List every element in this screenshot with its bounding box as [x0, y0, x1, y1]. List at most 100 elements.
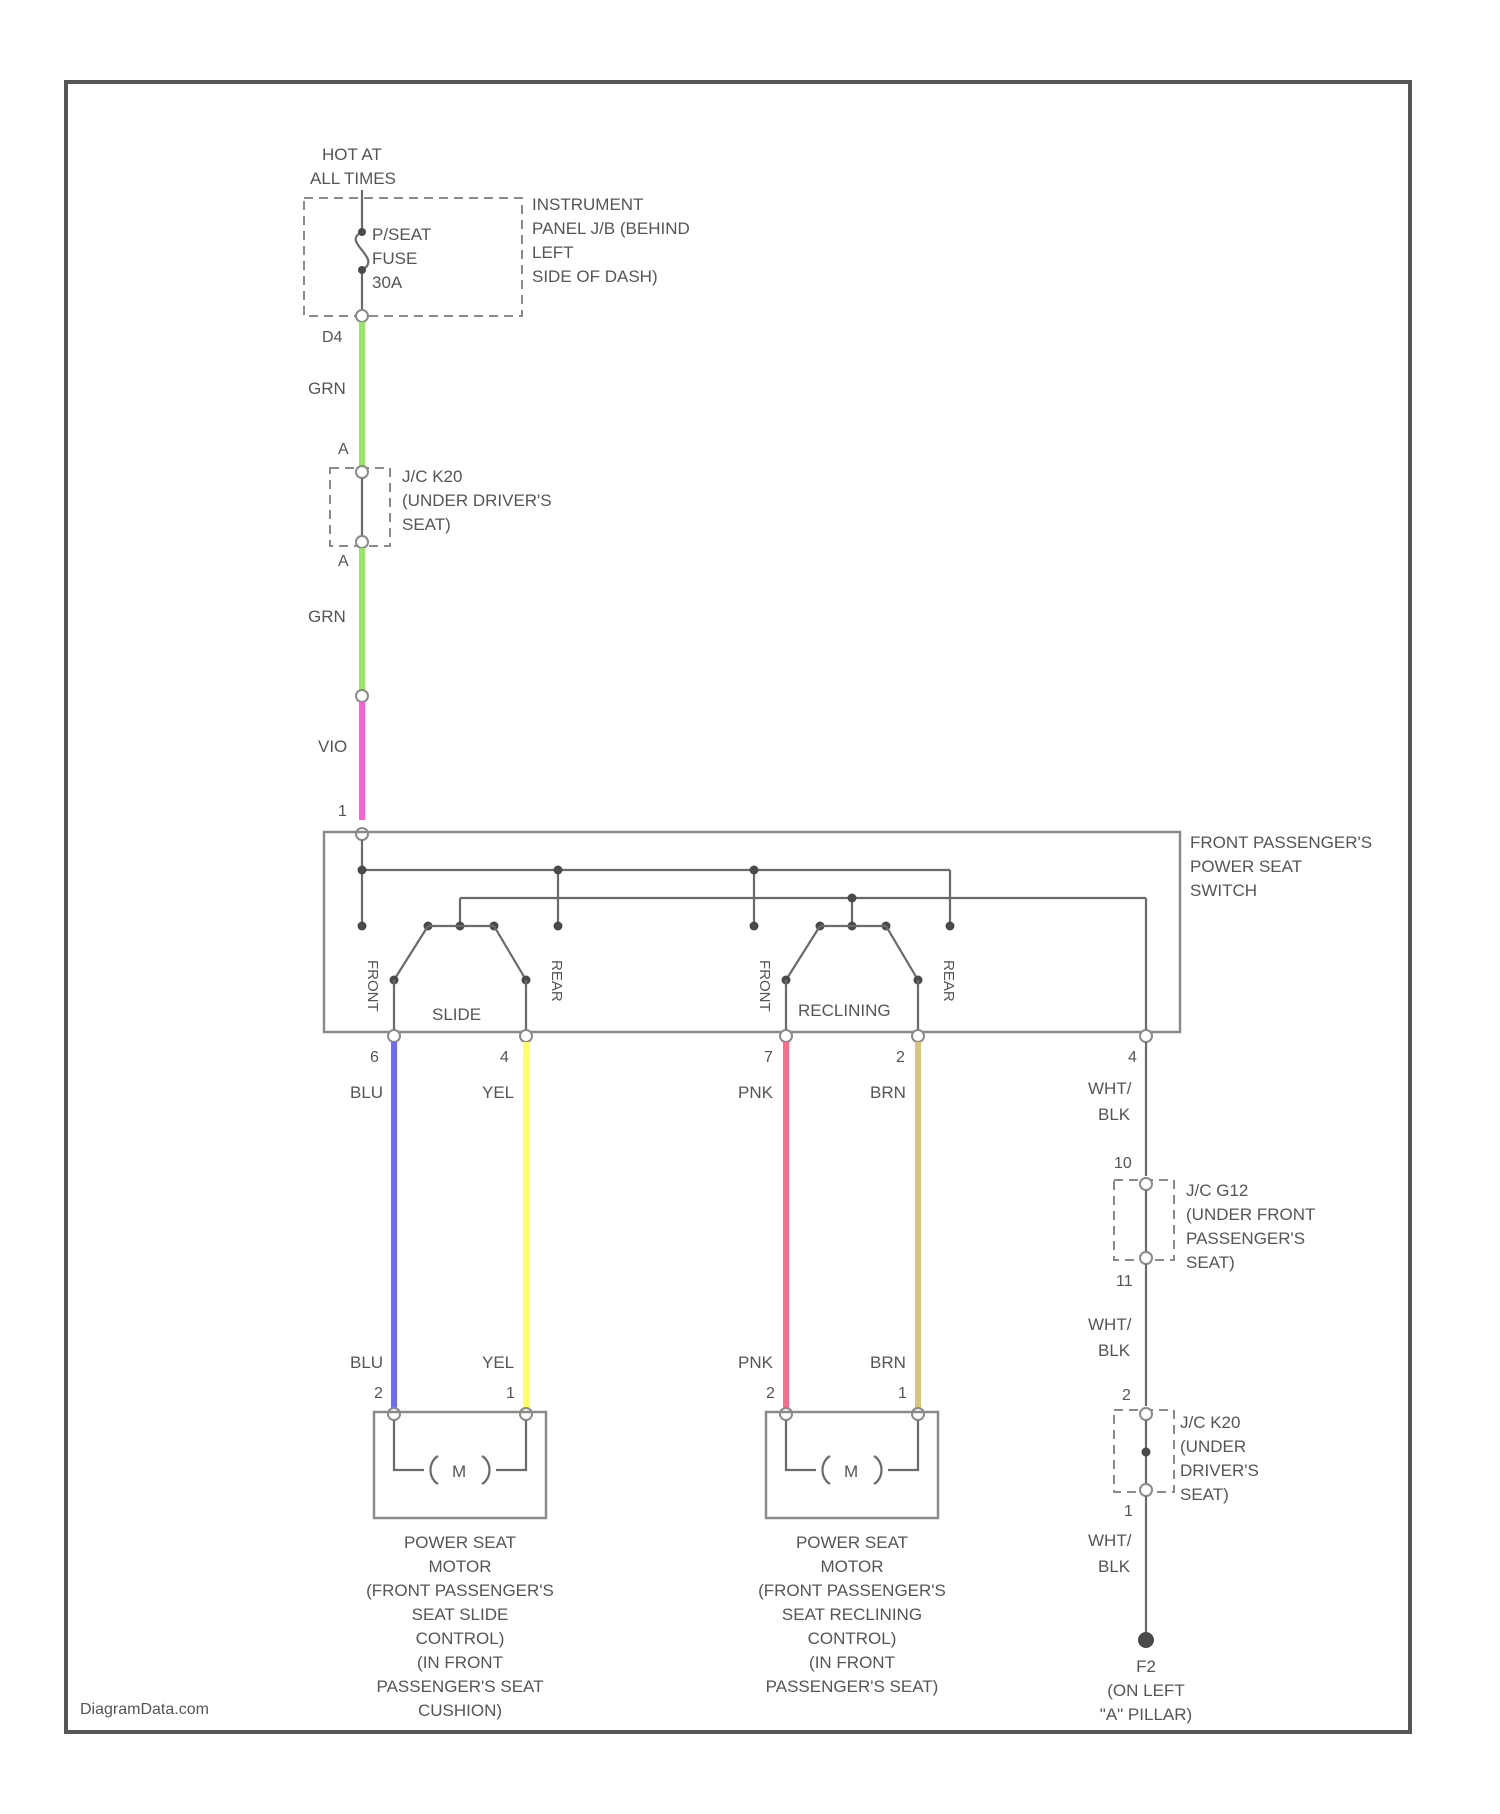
jc-k20-bottom-pin-out: 1	[1124, 1503, 1133, 1520]
wire-label-vio: VIO	[318, 737, 347, 756]
motor-slide-pin-left: 2	[374, 1385, 383, 1402]
motor-recline-terminal-right	[912, 1408, 924, 1420]
motor-slide-caption-line: (IN FRONT	[417, 1653, 503, 1672]
ground-id: F2	[1136, 1657, 1156, 1676]
fuse-terminal-bottom	[358, 266, 366, 274]
jc-g12-line4: SEAT)	[1186, 1253, 1235, 1272]
jb-pin-label: D4	[322, 329, 343, 346]
junction-block-line2: PANEL J/B (BEHIND	[532, 219, 690, 238]
wire-label-brn-bottom: BRN	[870, 1353, 906, 1372]
motor-slide-caption: POWER SEAT MOTOR (FRONT PASSENGER'S SEAT…	[366, 1533, 554, 1720]
wire-label-blk-2: BLK	[1098, 1341, 1131, 1360]
jc-k20-top-line1: J/C K20	[402, 467, 462, 486]
jc-k20-bottom-terminal-in	[1140, 1408, 1152, 1420]
motor-slide-caption-line: CONTROL)	[416, 1629, 505, 1648]
wire-label-yel-bottom: YEL	[482, 1353, 514, 1372]
jc-k20-bottom-splice	[1142, 1448, 1151, 1457]
switch-terminal-yel	[520, 1030, 532, 1042]
switch-terminal-ground	[1140, 1030, 1152, 1042]
switch-terminal-brn	[912, 1030, 924, 1042]
switch-pin-blu: 6	[370, 1049, 379, 1066]
wire-label-pnk-bottom: PNK	[738, 1353, 774, 1372]
motor-recline-caption-line: SEAT RECLINING	[782, 1605, 922, 1624]
switch-pin-brn: 2	[896, 1049, 905, 1066]
motor-recline-caption-line: (IN FRONT	[809, 1653, 895, 1672]
switch-terminal-pnk	[780, 1030, 792, 1042]
motor-recline-caption-line: MOTOR	[821, 1557, 884, 1576]
ground-line2: "A" PILLAR)	[1100, 1705, 1192, 1724]
switch-input-terminal	[356, 828, 368, 840]
motor-slide-circuit	[394, 1420, 424, 1470]
jc-k20-top-terminal-out	[356, 536, 368, 548]
motor-recline-caption-line: CONTROL)	[808, 1629, 897, 1648]
jc-g12-pin-in: 10	[1114, 1155, 1132, 1172]
jc-k20-bottom-pin-in: 2	[1122, 1387, 1131, 1404]
fuse-label-line1: P/SEAT	[372, 225, 431, 244]
recline-contact-front	[750, 922, 759, 931]
jc-k20-top-pin-out: A	[338, 553, 349, 570]
motor-recline-pin-right: 1	[898, 1385, 907, 1402]
recline-blade-right	[886, 926, 918, 980]
motor-recline-symbol-bracket-left	[823, 1456, 831, 1484]
jc-k20-top-line3: SEAT)	[402, 515, 451, 534]
switch-terminal-blu	[388, 1030, 400, 1042]
switch-pin-pnk: 7	[764, 1049, 773, 1066]
reclining-label: RECLINING	[798, 1001, 891, 1020]
wire-label-pnk-top: PNK	[738, 1083, 774, 1102]
switch-bus-node-1	[358, 866, 367, 875]
motor-slide-caption-line: POWER SEAT	[404, 1533, 516, 1552]
motor-recline-circuit	[786, 1420, 816, 1470]
switch-pin-yel: 4	[500, 1049, 509, 1066]
jc-k20-top-outline	[330, 468, 390, 546]
wire-label-wht-2: WHT/	[1088, 1315, 1132, 1334]
slide-contact-front	[358, 922, 367, 931]
junction-block-line3: LEFT	[532, 243, 574, 262]
jb-connector-terminal	[356, 310, 368, 322]
jc-g12-line1: J/C G12	[1186, 1181, 1248, 1200]
jc-k20-top-line2: (UNDER DRIVER'S	[402, 491, 552, 510]
wire-label-grn-lower: GRN	[308, 607, 346, 626]
motor-slide-caption-line: (FRONT PASSENGER'S	[366, 1581, 554, 1600]
wire-label-wht-1: WHT/	[1088, 1079, 1132, 1098]
jc-k20-bottom-terminal-out	[1140, 1484, 1152, 1496]
switch-bus-node-3	[750, 866, 759, 875]
wire-label-blk-1: BLK	[1098, 1105, 1131, 1124]
jc-k20-top-terminal-in	[356, 466, 368, 478]
recline-front-label: FRONT	[756, 960, 773, 1012]
power-source-line1: HOT AT	[322, 145, 382, 164]
jc-g12-pin-out: 11	[1116, 1273, 1133, 1290]
fuse-symbol	[356, 232, 369, 270]
fuse-label-line3: 30A	[372, 273, 403, 292]
jc-k20-bottom-line1: J/C K20	[1180, 1413, 1240, 1432]
recline-blade-left	[786, 926, 820, 980]
slide-label: SLIDE	[432, 1005, 481, 1024]
switch-ground-node	[848, 894, 857, 903]
slide-blade-left	[394, 926, 428, 980]
motor-slide-caption-line: CUSHION)	[418, 1701, 502, 1720]
jc-k20-top-pin-in: A	[338, 441, 349, 458]
motor-recline-caption: POWER SEAT MOTOR (FRONT PASSENGER'S SEAT…	[758, 1533, 946, 1696]
motor-recline-caption-line: PASSENGER'S SEAT)	[766, 1677, 939, 1696]
switch-input-pin: 1	[338, 803, 347, 820]
motor-recline-pin-left: 2	[766, 1385, 775, 1402]
jc-g12-line3: PASSENGER'S	[1186, 1229, 1305, 1248]
wire-label-brn-top: BRN	[870, 1083, 906, 1102]
switch-label-line3: SWITCH	[1190, 881, 1257, 900]
motor-recline-terminal-left	[780, 1408, 792, 1420]
ground-point	[1138, 1632, 1154, 1648]
wire-label-yel-top: YEL	[482, 1083, 514, 1102]
splice-grn-vio	[356, 690, 368, 702]
slide-rear-label: REAR	[548, 960, 565, 1002]
jc-k20-bottom-line3: DRIVER'S	[1180, 1461, 1259, 1480]
motor-slide-symbol-bracket-right	[482, 1456, 490, 1484]
wire-label-wht-3: WHT/	[1088, 1531, 1132, 1550]
motor-slide-caption-line: MOTOR	[429, 1557, 492, 1576]
fuse-label-line2: FUSE	[372, 249, 417, 268]
junction-block-line1: INSTRUMENT	[532, 195, 643, 214]
watermark: DiagramData.com	[80, 1701, 209, 1718]
motor-recline-circuit-right	[888, 1420, 918, 1470]
ground-line1: (ON LEFT	[1107, 1681, 1184, 1700]
motor-slide-caption-line: PASSENGER'S SEAT	[377, 1677, 544, 1696]
jc-g12-terminal-out	[1140, 1252, 1152, 1264]
